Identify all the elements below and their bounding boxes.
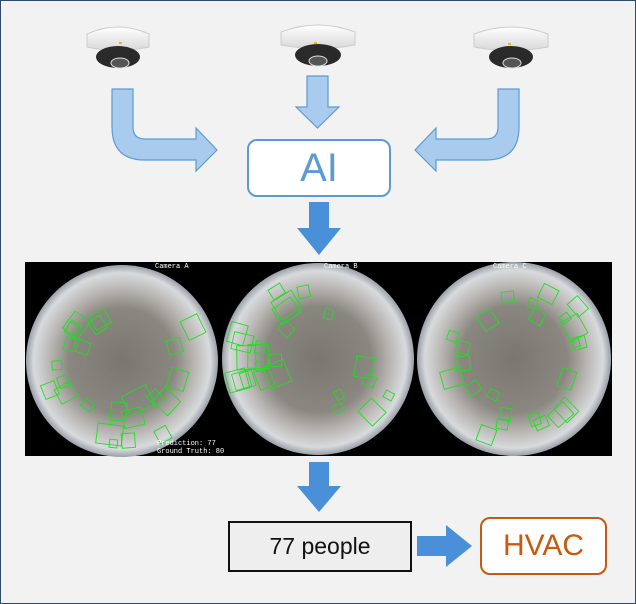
detection-box [109, 401, 128, 422]
curved-arrow-right [414, 88, 520, 173]
detection-box [276, 319, 296, 339]
detection-box [165, 366, 190, 392]
arrow-right-count-to-hvac [417, 525, 472, 567]
detection-box [236, 345, 257, 371]
detection-box [120, 383, 156, 417]
detection-box [454, 339, 471, 356]
detection-box [333, 388, 346, 402]
detection-box [552, 396, 580, 424]
arrow-down-feed-to-count [297, 462, 341, 512]
detection-box [296, 284, 312, 300]
ai-box: AI [247, 139, 391, 197]
detection-box [108, 438, 119, 449]
detection-box [225, 320, 249, 347]
camera-a-label: Camera A [155, 263, 189, 271]
hvac-label: HVAC [502, 529, 585, 562]
detection-box [224, 367, 251, 394]
detection-box [353, 355, 376, 380]
detection-box [536, 282, 560, 306]
detection-box [39, 379, 60, 401]
ai-label: AI [300, 145, 338, 190]
arrow-down-middle [294, 75, 341, 129]
ground-truth-text: Ground Truth: 80 [157, 448, 224, 456]
curved-arrow-left [111, 88, 218, 173]
detection-box [95, 422, 125, 447]
detection-box [267, 282, 287, 301]
detection-box [151, 386, 182, 417]
detection-box [439, 366, 465, 390]
hvac-box: HVAC [480, 517, 607, 575]
detection-box [56, 374, 70, 390]
detection-box [475, 307, 500, 333]
detection-box [571, 334, 588, 351]
detection-box [556, 367, 578, 391]
detection-box [51, 360, 63, 371]
detection-box [271, 296, 302, 326]
detection-box [566, 295, 590, 318]
detection-box [495, 418, 510, 431]
detection-box [527, 307, 547, 327]
camera-b-label: Camera B [324, 263, 358, 271]
arrow-down-ai-to-feed [297, 202, 341, 255]
camera-icon-left [86, 26, 150, 69]
people-count-label: 77 people [269, 533, 371, 559]
detection-box [165, 336, 184, 356]
detection-box [455, 355, 471, 372]
detection-box [74, 338, 92, 356]
detection-box [532, 414, 551, 432]
detection-box [61, 310, 91, 340]
camera-feed-image: Camera A Camera B Camera C Prediction: 7… [25, 262, 612, 457]
detection-box [464, 379, 483, 398]
detection-box [153, 424, 173, 445]
detection-box [270, 289, 303, 321]
detection-box [486, 387, 501, 402]
people-count-box: 77 people [228, 521, 412, 572]
detection-box [569, 337, 581, 349]
camera-icon-right [473, 26, 549, 69]
detection-box [247, 344, 269, 369]
detection-box [361, 373, 378, 389]
detection-box [558, 311, 573, 325]
detection-box [498, 406, 513, 422]
detection-box [262, 358, 293, 390]
detection-box [445, 329, 460, 344]
detection-box [357, 397, 387, 427]
detection-box [63, 320, 80, 338]
detection-box [53, 380, 78, 405]
detection-box [382, 389, 396, 402]
detection-box [120, 406, 146, 430]
detection-box [179, 313, 207, 342]
detection-box [546, 401, 575, 429]
detection-box [62, 336, 77, 352]
camera-icon-middle [280, 24, 356, 67]
detection-box [322, 307, 335, 321]
detection-box [88, 307, 112, 331]
detection-box [526, 297, 539, 310]
detection-box [79, 397, 96, 413]
detection-box [87, 314, 109, 336]
detection-box [500, 290, 516, 304]
detection-box [475, 423, 498, 447]
detection-box [332, 402, 346, 415]
detection-box [559, 312, 589, 343]
detection-box [252, 365, 276, 391]
detection-box [145, 388, 166, 409]
prediction-text: Prediction: 77 [157, 440, 216, 448]
camera-c-label: Camera C [493, 263, 527, 271]
